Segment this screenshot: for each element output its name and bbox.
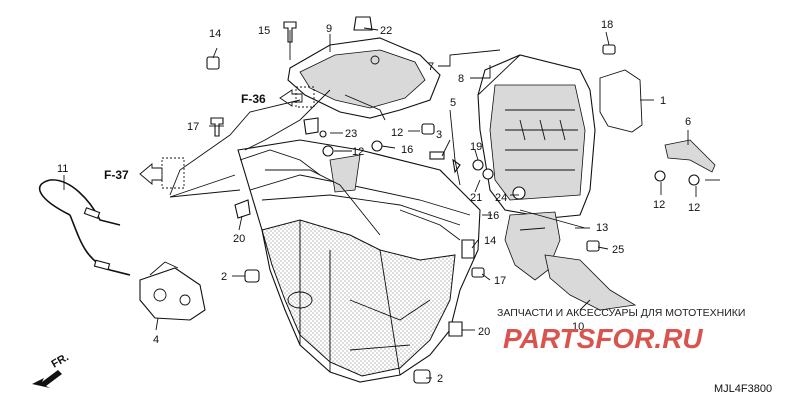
callout-7: 7 <box>428 61 434 73</box>
callout-2: 2 <box>221 271 227 283</box>
top-cover <box>287 37 441 121</box>
front-label: FR. <box>50 351 71 370</box>
callout-4: 4 <box>153 334 159 346</box>
bracket <box>504 211 637 311</box>
callout-17: 17 <box>187 121 199 133</box>
hardware <box>206 16 700 384</box>
callout-1: 1 <box>660 95 666 107</box>
ref-label-f37: F-37 <box>104 168 129 182</box>
callout-21: 21 <box>470 192 482 204</box>
callout-2: 2 <box>437 373 443 385</box>
callout-13: 13 <box>596 222 608 234</box>
watermark-brand: PARTSFOR.RU <box>503 323 703 354</box>
callout-9: 9 <box>326 23 332 35</box>
callout-20: 20 <box>233 233 245 245</box>
lock-assembly <box>139 261 206 321</box>
callout-23: 23 <box>345 128 357 140</box>
callout-16: 16 <box>401 144 413 156</box>
callout-12: 12 <box>391 127 403 139</box>
ref-f37 <box>139 157 185 189</box>
callout-10: 10 <box>572 321 584 333</box>
callout-8: 8 <box>458 73 464 85</box>
callout-18: 18 <box>601 19 613 31</box>
callout-14: 14 <box>209 28 221 40</box>
storage-box <box>237 139 481 383</box>
callout-12: 12 <box>352 146 364 158</box>
lid-seal <box>599 69 643 133</box>
callout-5: 5 <box>450 97 456 109</box>
cable <box>38 179 131 276</box>
callout-17: 17 <box>494 275 506 287</box>
callout-11: 11 <box>57 163 68 175</box>
front-arrow-icon <box>32 370 62 388</box>
callout-16: 16 <box>487 210 499 222</box>
callout-15: 15 <box>258 25 270 37</box>
callouts: 1 2 2 3 4 5 6 7 8 9 10 11 12 12 12 12 13… <box>50 19 701 385</box>
diagram-code: MJL4F3800 <box>714 383 772 395</box>
callout-3: 3 <box>436 129 442 141</box>
callout-19: 19 <box>470 141 482 153</box>
ref-f36 <box>279 86 315 108</box>
callout-12: 12 <box>653 199 665 211</box>
callout-14: 14 <box>484 235 496 247</box>
leader-lines <box>63 27 720 379</box>
callout-6: 6 <box>685 116 691 128</box>
watermark-tagline: ЗАПЧАСТИ И АКСЕССУАРЫ ДЛЯ МОТОТЕХНИКИ <box>497 307 745 319</box>
callout-24: 24 <box>495 192 507 204</box>
callout-20: 20 <box>478 326 490 338</box>
side-bracket <box>664 139 716 173</box>
callout-25: 25 <box>612 244 624 256</box>
lid-assembly <box>477 54 596 219</box>
ref-label-f36: F-36 <box>241 92 266 106</box>
callout-22: 22 <box>380 25 392 37</box>
callout-12: 12 <box>688 202 700 214</box>
watermark: ЗАПЧАСТИ И АКСЕССУАРЫ ДЛЯ МОТОТЕХНИКИ PA… <box>497 307 745 354</box>
